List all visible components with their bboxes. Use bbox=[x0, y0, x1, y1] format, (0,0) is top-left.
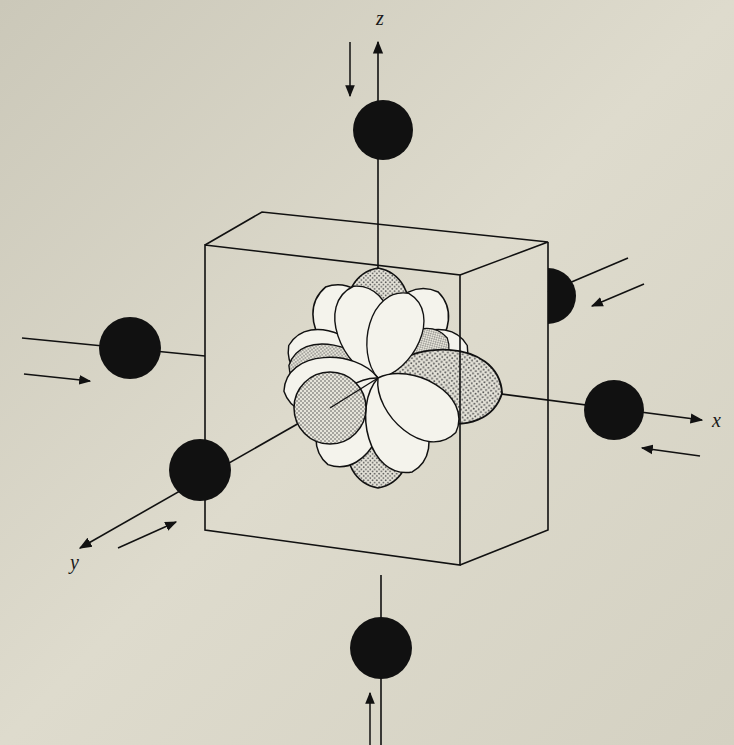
approach-arrow bbox=[369, 693, 371, 745]
orbital-lobes-front bbox=[280, 279, 472, 482]
ligand-sphere bbox=[350, 617, 412, 679]
ligand-sphere bbox=[169, 439, 231, 501]
ligand-sphere bbox=[584, 380, 644, 440]
orbital-lobe bbox=[362, 355, 472, 455]
cube-outline bbox=[205, 212, 548, 565]
ligand-sphere bbox=[99, 317, 161, 379]
ligands bbox=[99, 100, 644, 679]
axis-label: x bbox=[712, 410, 721, 430]
eg-lobes bbox=[285, 268, 506, 488]
ligand-sphere-partial bbox=[548, 268, 576, 324]
approach-arrows bbox=[24, 42, 700, 745]
axis-label: y bbox=[70, 552, 79, 572]
cube-top-face bbox=[205, 212, 548, 275]
approach-arrow bbox=[642, 448, 700, 456]
cube-front-face bbox=[205, 245, 460, 565]
approach-arrow bbox=[592, 284, 644, 306]
axes bbox=[22, 42, 702, 745]
y-axis-inner bbox=[330, 378, 378, 408]
axis-label: z bbox=[376, 8, 384, 28]
cube-right-face bbox=[460, 242, 548, 565]
approach-arrow bbox=[118, 522, 176, 548]
approach-arrow bbox=[349, 42, 351, 96]
ligand-sphere bbox=[353, 100, 413, 160]
approach-arrow bbox=[24, 374, 90, 381]
